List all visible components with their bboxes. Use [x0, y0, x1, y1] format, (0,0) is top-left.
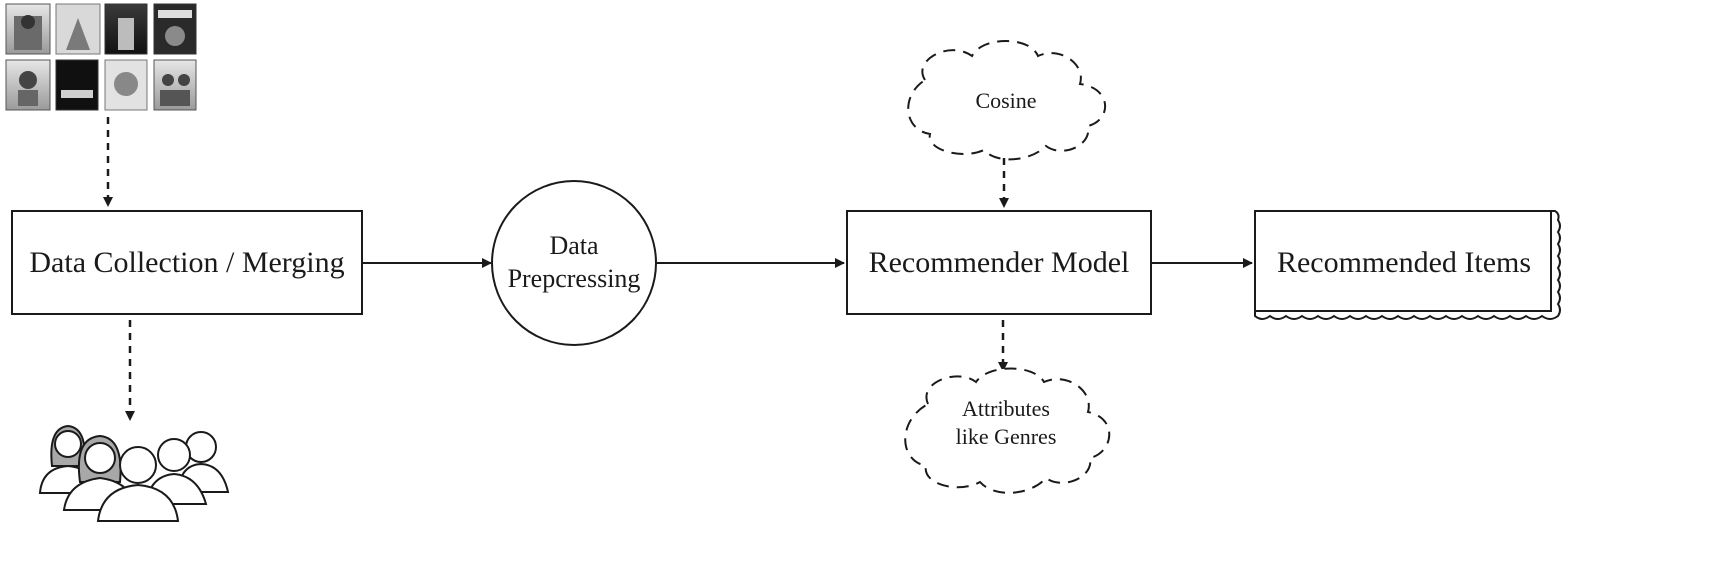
cosine-cloud: Cosine [907, 40, 1106, 161]
poster [5, 59, 51, 111]
users-group-icon [38, 424, 230, 522]
movie-posters-icon [5, 3, 197, 111]
data-collection-node: Data Collection / Merging [11, 210, 363, 315]
poster [5, 3, 51, 55]
poster [104, 59, 148, 111]
recommender-model-label: Recommender Model [869, 246, 1130, 279]
recommender-model-node: Recommender Model [846, 210, 1152, 315]
recommended-items-node: Recommended Items [1254, 210, 1561, 320]
attributes-label-line2: like Genres [956, 424, 1057, 449]
poster [153, 3, 197, 55]
data-collection-label: Data Collection / Merging [29, 246, 344, 279]
poster [55, 3, 101, 55]
preprocessing-node: Data Prepcressing [491, 180, 657, 346]
poster [55, 59, 99, 111]
poster [104, 3, 148, 55]
preprocessing-label-line2: Prepcressing [508, 264, 641, 293]
recommended-items-label: Recommended Items [1277, 246, 1531, 279]
cosine-label: Cosine [975, 88, 1036, 113]
preprocessing-label-line1: Data [549, 231, 599, 260]
attributes-label-line1: Attributes [962, 396, 1050, 421]
attributes-cloud: Attributes like Genres [904, 367, 1111, 494]
poster [153, 59, 197, 111]
